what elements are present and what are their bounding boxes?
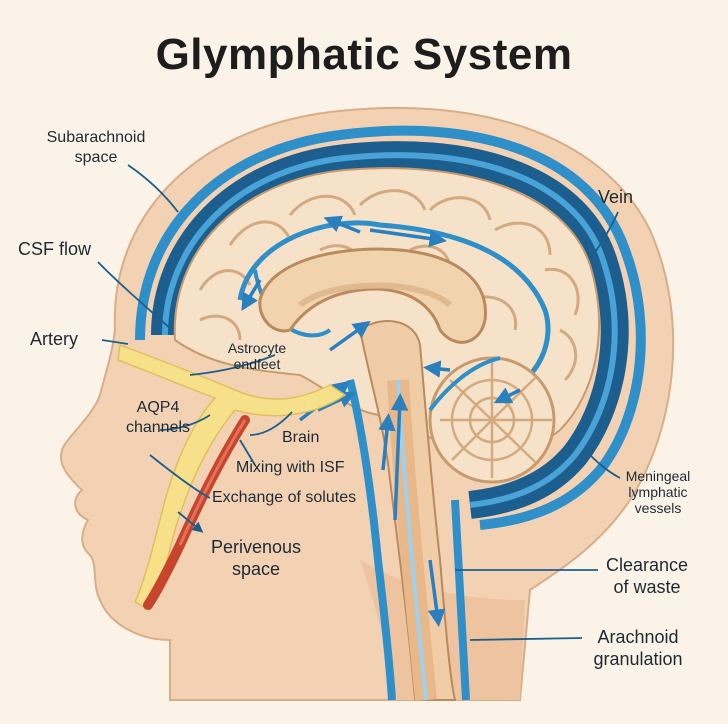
label-brain: Brain (282, 428, 319, 448)
label-aqp4-line1: AQP4 (118, 398, 198, 418)
label-astrocyte-endfeet: Astrocyte endfeet (212, 340, 302, 372)
label-meningeal-lymphatic-vessels: Meningeal lymphatic vessels (610, 468, 706, 516)
label-clearance-line2: of waste (592, 576, 702, 598)
label-arachnoid-line1: Arachnoid (578, 626, 698, 648)
label-artery: Artery (30, 328, 78, 350)
label-perivenous-space: Perivenous space (196, 536, 316, 580)
label-meningeal-line3: vessels (610, 500, 706, 516)
label-perivenous-line2: space (196, 558, 316, 580)
label-clearance-line1: Clearance (592, 554, 702, 576)
label-aqp4-channels: AQP4 channels (118, 398, 198, 438)
label-csf-flow: CSF flow (18, 238, 91, 260)
label-exchange-of-solutes: Exchange of solutes (212, 488, 356, 508)
label-subarachnoid-line2: space (34, 148, 158, 168)
label-astrocyte-line1: Astrocyte (212, 340, 302, 356)
label-astrocyte-line2: endfeet (212, 356, 302, 372)
label-mixing-with-isf: Mixing with ISF (236, 458, 344, 478)
label-meningeal-line2: lymphatic (610, 484, 706, 500)
label-arachnoid-granulation: Arachnoid granulation (578, 626, 698, 670)
label-perivenous-line1: Perivenous (196, 536, 316, 558)
label-aqp4-line2: channels (118, 418, 198, 438)
label-clearance-of-waste: Clearance of waste (592, 554, 702, 598)
label-arachnoid-line2: granulation (578, 648, 698, 670)
label-vein: Vein (598, 186, 633, 208)
label-subarachnoid-space: Subarachnoid space (34, 128, 158, 168)
diagram-title: Glymphatic System (0, 30, 728, 80)
label-meningeal-line1: Meningeal (610, 468, 706, 484)
label-subarachnoid-line1: Subarachnoid (34, 128, 158, 148)
